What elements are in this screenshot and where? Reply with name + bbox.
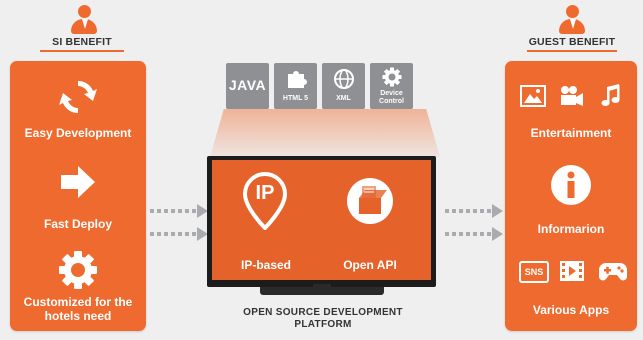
information-label: Informarion bbox=[537, 222, 605, 236]
various-apps-label: Various Apps bbox=[532, 303, 610, 317]
device-gear-icon bbox=[382, 67, 402, 87]
gamepad-icon bbox=[599, 263, 627, 281]
guest-benefit-title: GUEST BENEFIT bbox=[528, 36, 616, 48]
customized-label: Customized for the hotels need bbox=[23, 295, 133, 323]
si-benefit-title: SI BENEFIT bbox=[52, 36, 112, 48]
tv-stand bbox=[260, 287, 384, 295]
html5-tile: HTML 5 bbox=[274, 63, 317, 109]
sns-icon: SNS bbox=[519, 261, 549, 283]
fast-deploy-label: Fast Deploy bbox=[43, 217, 112, 231]
guest-benefit-panel: Entertainment Informarion SNS Various Ap… bbox=[505, 61, 637, 331]
si-benefit-panel: Easy Development Fast Deploy Customized … bbox=[10, 61, 146, 331]
flow-arrow-left-top bbox=[150, 204, 208, 218]
ip-badge-text: IP bbox=[255, 182, 275, 204]
easy-development-label: Easy Development bbox=[24, 126, 132, 140]
open-api-label: Open API bbox=[343, 258, 397, 272]
flow-arrow-left-bottom bbox=[150, 227, 208, 241]
ip-pin-icon bbox=[242, 172, 288, 230]
guest-benefit-underline bbox=[527, 50, 617, 52]
refresh-cycle-icon bbox=[59, 80, 97, 114]
light-beam bbox=[210, 109, 440, 157]
flow-arrow-right-top bbox=[445, 204, 503, 218]
si-benefit-underline bbox=[40, 50, 124, 52]
picture-icon bbox=[520, 85, 546, 107]
java-label: JAVA bbox=[228, 77, 267, 93]
gear-icon bbox=[59, 251, 97, 289]
info-icon bbox=[551, 165, 591, 205]
platform-title-line1: OPEN SOURCE DEVELOPMENT bbox=[243, 307, 403, 318]
globe-icon bbox=[334, 69, 354, 89]
puzzle-icon bbox=[288, 71, 307, 88]
device-control-label: Device Control bbox=[379, 90, 404, 105]
html5-label: HTML 5 bbox=[282, 95, 309, 102]
film-strip-icon bbox=[560, 261, 584, 281]
si-person-icon bbox=[67, 5, 101, 35]
java-tile: JAVA bbox=[226, 63, 269, 109]
ip-based-label: IP-based bbox=[240, 258, 291, 272]
music-note-icon bbox=[601, 84, 620, 106]
open-api-box-icon bbox=[347, 178, 393, 224]
video-camera-icon bbox=[561, 86, 583, 106]
entertainment-label: Entertainment bbox=[530, 126, 612, 140]
device-control-tile: Device Control bbox=[370, 63, 413, 109]
xml-label: XML bbox=[336, 95, 351, 102]
flow-arrow-right-bottom bbox=[445, 227, 503, 241]
platform-title-line2: PLATFORM bbox=[294, 319, 352, 330]
right-arrow-icon bbox=[61, 166, 95, 198]
platform-title: OPEN SOURCE DEVELOPMENT PLATFORM bbox=[210, 307, 436, 331]
xml-tile: XML bbox=[322, 63, 365, 109]
guest-person-icon bbox=[555, 5, 589, 35]
